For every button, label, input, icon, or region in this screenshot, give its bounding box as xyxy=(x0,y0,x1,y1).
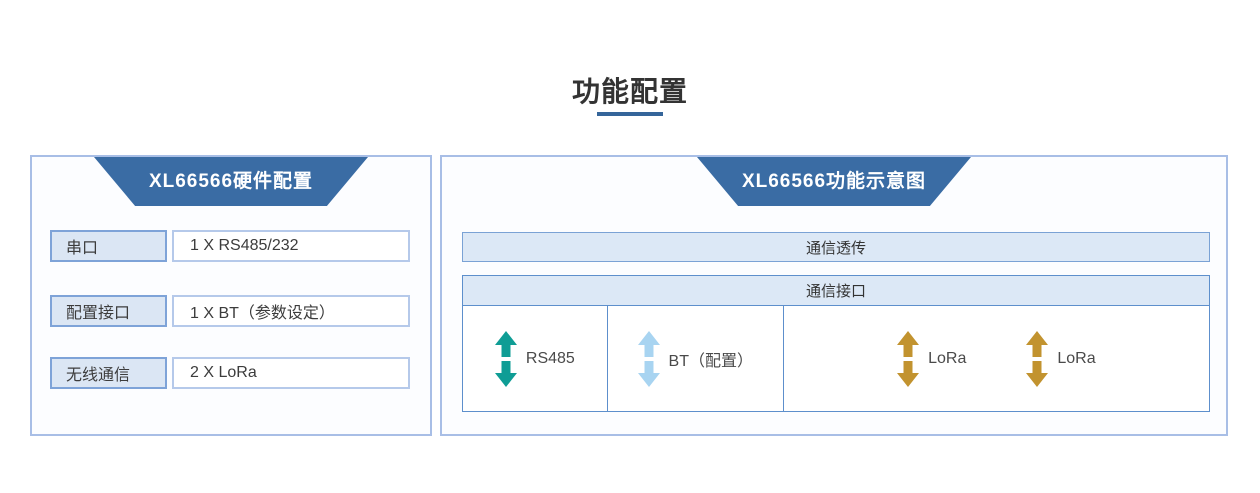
hardware-panel-header: XL66566硬件配置 xyxy=(94,157,368,206)
row-label: 配置接口 xyxy=(50,295,167,327)
hardware-row-wireless: 无线通信 2 X LoRa xyxy=(50,357,410,389)
interface-cell-label: LoRa xyxy=(1057,349,1096,367)
interface-cell-label: RS485 xyxy=(525,349,575,367)
row-label: 串口 xyxy=(50,230,167,262)
double-arrow-vertical-icon xyxy=(494,330,517,387)
interface-cell-rs485: RS485 xyxy=(463,306,608,411)
function-panel-header: XL66566功能示意图 xyxy=(697,157,971,206)
transparent-transmission-bar: 通信透传 xyxy=(462,232,1210,262)
interface-cell-lora: LoRa LoRa xyxy=(783,306,1209,411)
page-title: 功能配置 xyxy=(571,76,688,107)
row-value: 2 X LoRa xyxy=(172,357,410,389)
row-value: 1 X RS485/232 xyxy=(172,230,410,262)
lora-group-2: LoRa xyxy=(1026,330,1096,387)
interface-cell-bt: BT（配置） xyxy=(607,306,784,411)
interface-cell-label: BT（配置） xyxy=(668,352,753,370)
hardware-config-panel: XL66566硬件配置 串口 1 X RS485/232 配置接口 1 X BT… xyxy=(30,155,432,436)
communication-interface-label: 通信接口 xyxy=(805,283,866,300)
hardware-row-serial: 串口 1 X RS485/232 xyxy=(50,230,410,262)
function-panel-title: XL66566功能示意图 xyxy=(741,171,927,192)
double-arrow-vertical-icon xyxy=(1026,330,1049,387)
interface-cell-label: LoRa xyxy=(928,349,967,367)
hardware-row-config-interface: 配置接口 1 X BT（参数设定） xyxy=(50,295,410,327)
communication-interface-body: RS485 BT（配置） LoRa xyxy=(463,306,1209,411)
function-diagram-panel: XL66566功能示意图 通信透传 通信接口 RS485 xyxy=(440,155,1228,436)
lora-group-1: LoRa xyxy=(897,330,967,387)
transparent-transmission-label: 通信透传 xyxy=(805,239,866,257)
row-label: 无线通信 xyxy=(50,357,167,389)
communication-interface-box: 通信接口 RS485 BT（配置） xyxy=(462,275,1210,412)
communication-interface-header: 通信接口 xyxy=(463,276,1209,306)
title-underline xyxy=(597,112,663,116)
double-arrow-vertical-icon xyxy=(637,330,660,387)
double-arrow-vertical-icon xyxy=(897,330,920,387)
hardware-panel-title: XL66566硬件配置 xyxy=(148,171,314,192)
row-value: 1 X BT（参数设定） xyxy=(172,295,410,327)
